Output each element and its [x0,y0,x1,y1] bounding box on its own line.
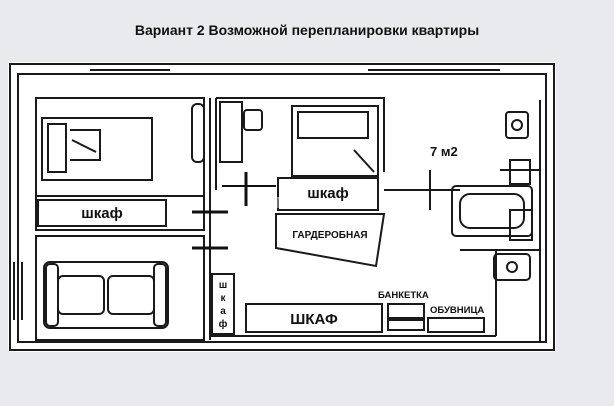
sofa [43,261,169,329]
sink [505,111,529,139]
outer-walls [9,63,555,351]
dressing-room [275,213,386,268]
bedroom-wardrobe [37,199,167,227]
desk-and-bed [191,101,379,177]
bedroom-wardrobe-label: шкаф [81,205,122,222]
toilet [493,253,531,281]
shoe-cabinet [427,317,485,333]
area-label: 7 м2 [430,144,458,159]
dressing-room-label: ГАРДЕРОБНАЯ [292,230,367,241]
bench-label: БАНКЕТКА [378,290,429,301]
hall-wardrobe-label: ШКАФ [290,311,338,328]
narrow-wardrobe-letter-4: ф [219,318,228,330]
narrow-wardrobe-letter-3: а [220,306,226,317]
plan-title: Вариант 2 Возможной перепланировки кварт… [134,22,480,38]
bench [387,303,425,319]
bed [41,117,153,181]
middle-wardrobe [277,177,379,211]
hall-wardrobe [245,303,383,333]
middle-wardrobe-label: шкаф [307,185,348,202]
shoe-cabinet-label: ОБУВНИЦА [430,305,484,316]
bathroom-fixtures [451,111,533,281]
interior-walls [35,97,541,342]
watermark: NDV [276,195,310,212]
narrow-wardrobe-letter-2: к [220,293,226,304]
bench-lower [387,319,425,331]
narrow-wardrobe [211,273,235,335]
narrow-wardrobe-letter-1: ш [219,280,227,291]
door-marks [192,172,276,250]
